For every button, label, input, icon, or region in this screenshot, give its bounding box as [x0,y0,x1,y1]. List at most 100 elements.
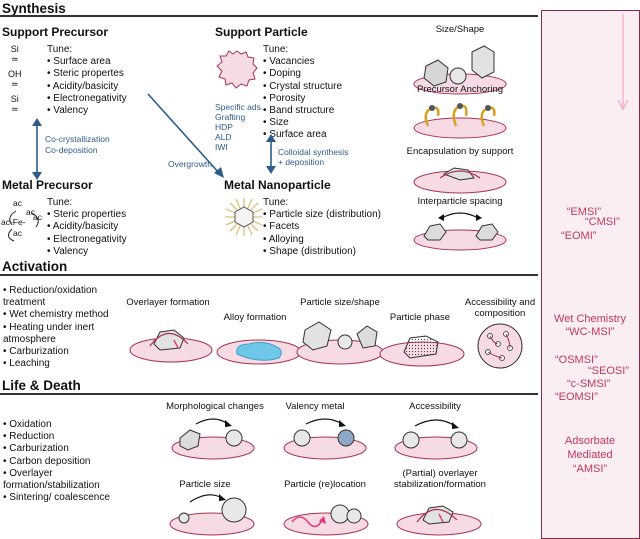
chem-oh: OH [8,69,22,79]
down-arrow-icon [617,14,629,111]
list-item: Steric properties [47,209,127,221]
chem-fe: ac-Fe- [1,217,26,227]
caption-alloy-formation: Alloy formation [223,312,287,323]
label-cmsi: “CMSI” [585,216,620,228]
particle-phase-illustration [379,335,465,367]
caption-accessibility-ld: Accessibility [409,401,461,412]
list-item: Surface area [47,56,127,68]
life-death-list: Oxidation Reduction Carburization Carbon… [3,419,121,504]
section-title-life-death: Life & Death [2,378,81,393]
list-item: Carbon deposition [3,456,121,468]
list-item: Band structure [263,105,342,117]
method-hdp: HDP [215,122,233,132]
co-deposition-label: Co-deposition [45,145,98,155]
section-title-synthesis: Synthesis [2,1,66,16]
list-item: Sintering/ coalescence [3,492,121,504]
accessibility-illustration [477,323,523,369]
size-shape-illustration [413,45,507,95]
chem-si-bottom: Si [10,94,19,104]
label-amsi: “AMSI” [572,463,608,475]
list-item: Heating under inert atmosphere [3,322,121,346]
method-specific-ads: Specific ads. [215,102,264,112]
list-item: Reduction [3,431,121,443]
ferrocene-structure [8,210,39,242]
double-arrow-icon [266,134,276,174]
particle-size-shape-illustration [296,321,384,365]
method-grafting: Grafting [215,112,246,122]
alloy-illustration [216,339,302,365]
co-crystallization-label: Co-crystallization [45,134,110,144]
list-item: Alloying [263,234,381,246]
tune-label: Tune: [263,44,289,55]
support-particle-tune: Tune: Vacancies Doping Crystal structure… [263,44,342,142]
section-title-activation: Activation [2,259,68,274]
list-item: Size [263,117,342,129]
list-item: Valency [47,105,127,117]
deposition-methods: Specific ads. Grafting HDP ALD IWI [215,102,263,152]
metal-precursor-title: Metal Precursor [2,178,93,192]
divider [0,393,538,395]
method-iwi: IWI [215,142,228,152]
support-precursor-title: Support Precursor [2,25,109,39]
caption-valency-metal: Valency metal [285,401,345,412]
list-item: Reduction/oxidation treatment [3,285,121,309]
activation-list: Reduction/oxidation treatment Wet chemis… [3,285,121,370]
chem-ac: ac [33,212,42,222]
caption-morphological-changes: Morphological changes [166,401,264,412]
list-item: Carburization [3,346,121,358]
accessibility-ld-illustration [394,419,478,460]
divider [0,274,538,276]
list-item: Vacancies [263,56,342,68]
particle-relocation-illustration [283,504,369,536]
list-item: Particle size (distribution) [263,209,381,221]
particle-size-illustration [169,494,255,536]
encapsulation-illustration [413,167,507,194]
list-item: Acidity/basicity [47,221,127,233]
list-item: Electronegativity [47,93,126,105]
overlayer-stabilization-illustration [396,505,482,536]
label-mediated: Mediated [567,449,613,461]
label-osmsi: “OSMSI” [555,354,598,366]
list-item: Overlayer formation/stabilization [3,468,121,492]
caption-precursor-anchoring: Precursor Anchoring [416,84,504,95]
list-item: Shape (distribution) [263,246,381,258]
support-particle-icon [216,50,258,89]
tune-label: Tune: [47,44,73,55]
caption-interparticle-spacing: Interparticle spacing [417,196,503,207]
list-item: Valency [47,246,127,258]
morphological-changes-illustration [171,418,255,460]
list-item: Electronegativity [47,234,126,246]
label-adsorbate: Adsorbate [564,435,616,447]
list-item: Steric propertes [47,68,127,80]
label-c-smsi: “c-SMSI” [567,378,611,390]
caption-overlayer-2: stabilization/formation [394,479,486,490]
support-particle-title: Support Particle [215,25,308,39]
metal-precursor-tune: Tune: Steric properties Acidity/basicity… [47,197,127,258]
precursor-anchoring-illustration [413,103,507,139]
interparticle-spacing-illustration [413,212,507,251]
list-item: Carburization [3,443,121,455]
list-item: Acidity/basicity [47,81,127,93]
colloidal-label: Colloidal synthesis [278,147,349,157]
deposition-label: + deposition [278,157,325,167]
list-item: Doping [263,68,342,80]
siloxane-structure: Si ≃ OH ≃ Si ≃ [8,44,22,114]
label-eomi: “EOMI” [561,230,597,242]
list-item: Porosity [263,93,342,105]
overgrowth-arrow-icon [147,93,224,178]
label-seosi: “SEOSI” [588,365,629,377]
caption-overlayer-1: (Partial) overlayer [402,468,478,479]
caption-particle-size: Particle size [179,479,231,490]
caption-accessibility: Accessibility and [464,297,536,308]
chem-ac: ac [26,207,35,217]
chem-ac: ac [13,198,22,208]
label-emsi: “EMSI” [566,206,601,218]
tune-label: Tune: [47,197,73,208]
caption-size-shape: Size/Shape [435,24,485,35]
list-item: Facets [263,221,381,233]
divider [0,15,538,17]
caption-encapsulation: Encapsulation by support [406,146,514,157]
list-item: Surface area [263,129,342,141]
list-item: Oxidation [3,419,121,431]
list-item: Crystal structure [263,81,342,93]
